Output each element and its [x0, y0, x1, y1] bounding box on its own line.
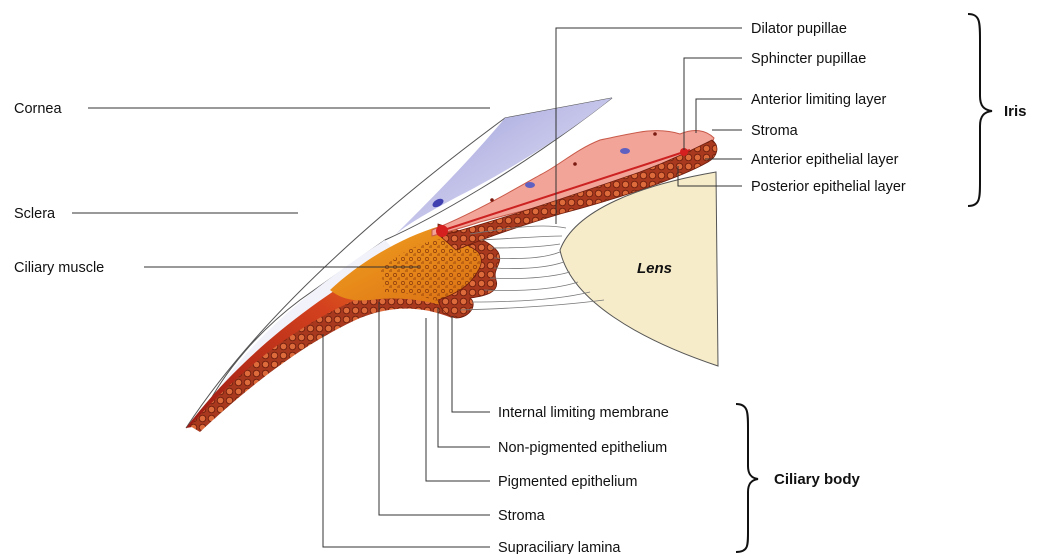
- posterior-epithelial-layer-label: Posterior epithelial layer: [751, 179, 906, 195]
- leader-ciliary-stroma: [379, 302, 490, 515]
- sclera-label: Sclera: [14, 206, 56, 222]
- anterior-epithelial-layer-label: Anterior epithelial layer: [751, 152, 899, 168]
- iris-dot-1: [490, 198, 494, 202]
- leader-internal-limiting-membrane: [452, 316, 490, 412]
- ciliary-stroma-label: Stroma: [498, 508, 546, 524]
- leader-anterior-limiting-layer: [696, 99, 742, 133]
- iris-cell-2: [620, 148, 630, 154]
- iris-dot-2: [573, 162, 577, 166]
- cornea-label: Cornea: [14, 101, 62, 117]
- leader-non-pigmented-epithelium: [438, 308, 490, 447]
- non-pigmented-epithelium-label: Non-pigmented epithelium: [498, 440, 667, 456]
- leader-pigmented-epithelium: [426, 318, 490, 481]
- iris-dot-3: [653, 132, 657, 136]
- lens-label: Lens: [637, 260, 672, 277]
- internal-limiting-membrane-label: Internal limiting membrane: [498, 405, 669, 421]
- supraciliary-lamina-label: Supraciliary lamina: [498, 540, 621, 554]
- major-arterial-circle: [436, 225, 448, 237]
- anterior-limiting-layer-label: Anterior limiting layer: [751, 92, 887, 108]
- iris-group-label: Iris: [1004, 103, 1027, 120]
- iris-cell-1: [525, 182, 535, 188]
- iris-brace: [968, 14, 992, 206]
- ciliary-body-group-label: Ciliary body: [774, 471, 861, 488]
- ciliary-body-brace: [736, 404, 758, 552]
- iris-stroma-label: Stroma: [751, 123, 799, 139]
- ciliary-muscle-label: Ciliary muscle: [14, 260, 104, 276]
- sphincter-pupillae-label: Sphincter pupillae: [751, 51, 866, 67]
- dilator-pupillae-label: Dilator pupillae: [751, 21, 847, 37]
- pigmented-epithelium-label: Pigmented epithelium: [498, 474, 637, 490]
